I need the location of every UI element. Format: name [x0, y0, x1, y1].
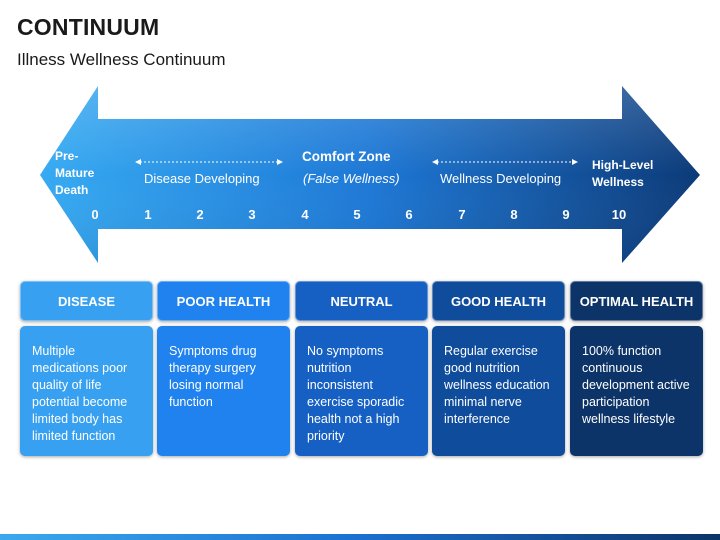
tick-6: 6 [405, 207, 413, 222]
tick-10: 10 [611, 207, 627, 222]
right-end-label: High-Level Wellness [592, 158, 654, 189]
left-end-label: Pre- Mature Death [55, 149, 95, 197]
arrow-shine [40, 86, 700, 263]
poor-health-description: Symptoms drug therapy surgery losing nor… [157, 326, 290, 456]
tick-2: 2 [196, 207, 204, 222]
comfort-zone-subtitle: (False Wellness) [303, 171, 400, 186]
tick-1: 1 [144, 207, 152, 222]
tick-8: 8 [510, 207, 518, 222]
good-health-description: Regular exercise good nutrition wellness… [432, 326, 565, 456]
disease-description: Multiple medications poor quality of lif… [20, 326, 153, 456]
continuum-arrow [40, 86, 700, 263]
neutral-heading: NEUTRAL [295, 281, 428, 321]
good-health-heading: GOOD HEALTH [432, 281, 565, 321]
comfort-zone-title: Comfort Zone [302, 149, 391, 164]
disease-range-indicator [135, 159, 283, 165]
page-title: CONTINUUM [17, 14, 160, 40]
neutral-description: No symptoms nutrition inconsistent exerc… [295, 326, 428, 456]
wellness-range-indicator [432, 159, 578, 165]
tick-9: 9 [562, 207, 570, 222]
wellness-developing-label: Wellness Developing [440, 171, 562, 186]
poor-health-heading: POOR HEALTH [157, 281, 290, 321]
disease-heading: DISEASE [20, 281, 153, 321]
tick-3: 3 [248, 207, 256, 222]
optimal-health-description: 100% function continuous development act… [570, 326, 703, 456]
tick-0: 0 [91, 207, 99, 222]
page-subtitle: Illness Wellness Continuum [17, 50, 226, 69]
optimal-health-heading: OPTIMAL HEALTH [570, 281, 703, 321]
tick-5: 5 [353, 207, 361, 222]
footer-bar [0, 534, 720, 540]
tick-4: 4 [301, 207, 309, 222]
tick-7: 7 [458, 207, 466, 222]
disease-developing-label: Disease Developing [144, 171, 260, 186]
